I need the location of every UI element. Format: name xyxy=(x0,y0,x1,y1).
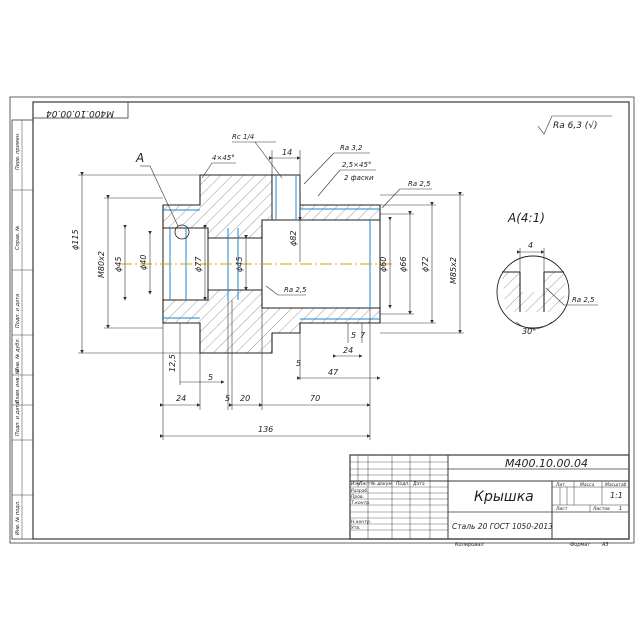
tb-col-sign: Подп. xyxy=(396,481,410,487)
note-ra25-b: Ra 2,5 xyxy=(284,286,307,294)
tb-scale-value: 1:1 xyxy=(610,491,623,500)
outer-frame xyxy=(9,96,635,544)
dim-20: 20 xyxy=(240,394,250,403)
detail-a-marker xyxy=(174,224,190,240)
dim-5d: 5 xyxy=(225,394,230,403)
strip-label-7: Инв. № подл. xyxy=(15,501,21,536)
dim-d66: ϕ66 xyxy=(399,257,408,272)
strip-label-2: Справ. № xyxy=(15,226,21,250)
dim-d45-b: ϕ45 xyxy=(235,257,244,272)
dim-m80: М80х2 xyxy=(97,251,106,278)
dim-top14: 14 xyxy=(282,148,292,157)
diameter-dims: ϕ115 М80х2 ϕ45 ϕ40 ϕ77 ϕ45 ϕ82 ϕ60 ϕ66 ϕ… xyxy=(71,172,464,354)
dim-136: 136 xyxy=(258,425,273,434)
tb-col-izm: Изм xyxy=(351,481,361,487)
dim-12-5: 12,5 xyxy=(168,354,177,372)
top-stamp-text: М400.10.00.04 xyxy=(46,108,114,118)
note-chamfer-big: 2,5×45° xyxy=(342,161,371,169)
note-ra25-c: Ra 2,5 xyxy=(572,296,595,304)
note-chamfer-small: 4×45° xyxy=(212,154,235,162)
general-roughness-text: Ra 6,3 (√) xyxy=(553,120,598,131)
note-ra25-a: Ra 2,5 xyxy=(408,180,431,188)
dim-d72: ϕ72 xyxy=(421,257,430,272)
dim-d40: ϕ40 xyxy=(139,255,148,270)
dim-5c: 5 xyxy=(208,373,213,382)
tb-row-tkontr: Т.контр. xyxy=(351,500,371,506)
dim-d60: ϕ60 xyxy=(379,257,388,272)
general-roughness: Ra 6,3 (√) xyxy=(537,115,612,135)
dim-70: 70 xyxy=(310,394,320,403)
dim-47: 47 xyxy=(328,368,339,377)
threaded-port xyxy=(271,174,301,221)
tb-scale: Масштаб xyxy=(605,482,627,488)
tb-lit: Лит. xyxy=(555,482,566,488)
side-strip: Перв. примен. Справ. № Подп. и дата Инв.… xyxy=(11,119,34,540)
note-thread: Rc 1/4 xyxy=(232,133,254,141)
detail-title: A(4:1) xyxy=(507,211,545,225)
strip-label-1: Перв. примен. xyxy=(15,132,21,170)
tb-sheets-value: 1 xyxy=(619,506,622,512)
note-chamfer-count: 2 фаски xyxy=(344,174,374,182)
tb-mass: Масса xyxy=(580,482,595,488)
dim-d77: ϕ77 xyxy=(194,256,203,272)
strip-label-3: Подп. и дата xyxy=(15,294,21,328)
tb-material: Сталь 20 ГОСТ 1050-2013 xyxy=(452,522,553,531)
view-a-label: A xyxy=(135,151,144,165)
tb-row-prov: Пров. xyxy=(351,494,364,500)
dim-5a: 5 xyxy=(351,331,356,340)
dim-d45-a: ϕ45 xyxy=(114,257,123,272)
dim-d82: ϕ82 xyxy=(289,231,298,246)
tb-sheet: Лист xyxy=(555,506,568,512)
strip-label-6: Подп. и дата xyxy=(15,402,21,436)
top-stamp-box: М400.10.00.04 xyxy=(32,101,129,119)
dim-d115: ϕ115 xyxy=(71,229,80,250)
tb-format-label: Формат xyxy=(570,542,591,548)
strip-label-5: Взам. инв. № xyxy=(15,369,21,403)
tb-designation: М400.10.00.04 xyxy=(505,457,588,470)
main-section-view xyxy=(120,165,392,354)
tb-col-doc: № докум. xyxy=(370,481,393,487)
lower-wall xyxy=(162,289,381,354)
dim-7: 7 xyxy=(360,331,366,340)
tb-copied: Копировал xyxy=(455,542,484,548)
dim-5b: 5 xyxy=(296,359,301,368)
tb-col-date: Дата xyxy=(412,481,425,487)
tb-row-utv: Утв. xyxy=(351,525,360,531)
detail-dim-30: 30° xyxy=(522,327,536,336)
title-block: Изм Лист № докум. Подп. Дата Разраб. Про… xyxy=(349,454,630,548)
tb-row-nkontr: Н.контр. xyxy=(351,519,371,525)
length-dims: 14 5 7 24 5 47 12,5 5 24 5 20 70 136 xyxy=(160,148,381,440)
tb-col-list: Лист xyxy=(358,481,371,487)
dim-24a: 24 xyxy=(343,346,353,355)
dim-24b: 24 xyxy=(176,394,186,403)
tb-row-razrab: Разраб. xyxy=(351,488,369,494)
detail-dim-4: 4 xyxy=(528,241,533,250)
tb-part-name: Крышка xyxy=(474,489,534,505)
tb-format-value: А3 xyxy=(601,542,609,548)
strip-label-4: Инв. № дубл. xyxy=(15,338,21,372)
note-ra32: Ra 3,2 xyxy=(340,144,363,152)
tb-sheets: Листов xyxy=(592,506,610,512)
dim-m85: М85х2 xyxy=(449,257,458,284)
detail-a-view: A(4:1) 4 Ra 2,5 30° xyxy=(496,211,598,336)
